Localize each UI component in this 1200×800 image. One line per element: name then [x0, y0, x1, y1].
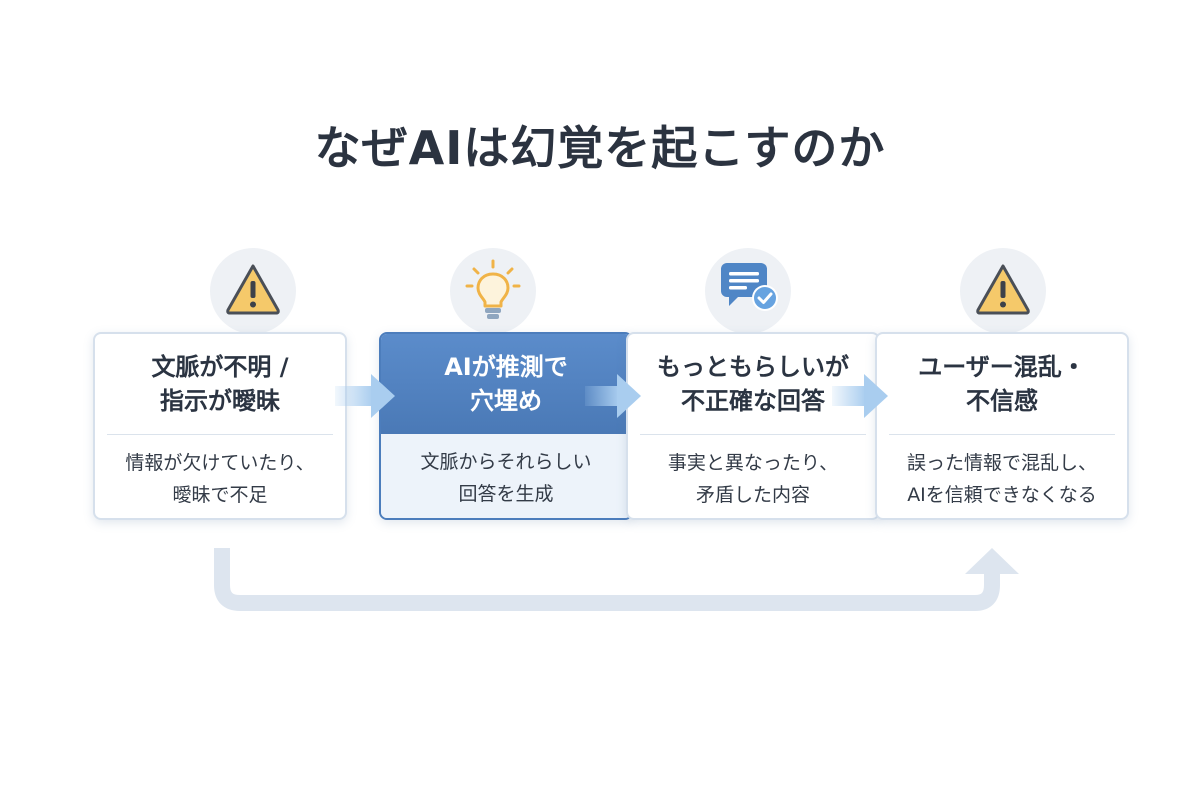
page-title: なぜAIは幻覚を起こすのか [314, 121, 886, 175]
divider [640, 434, 866, 435]
step-3-description: 事実と異なったり、 矛盾した内容 [628, 435, 878, 511]
flow-arrow-3 [832, 374, 888, 418]
lightbulb-icon [465, 259, 521, 319]
warning-icon [226, 264, 280, 315]
step-1-heading: 文脈が不明 / 指示が曖昧 [95, 334, 345, 434]
warning-icon [976, 264, 1030, 315]
step-1-body-line-2: 曖昧で不足 [172, 484, 268, 506]
divider [107, 434, 333, 435]
step-4-heading-line-1: ユーザー混乱・ [918, 353, 1086, 381]
step-2-heading: AIが推測で 穴埋め [381, 334, 631, 434]
step-1-icon-badge [210, 248, 296, 334]
chat-check-icon [721, 263, 778, 311]
step-1-description: 情報が欠けていたり、 曖昧で不足 [95, 435, 345, 511]
step-3-heading-line-1: もっともらしいが [657, 353, 849, 381]
divider [889, 434, 1115, 435]
step-3-body-line-2: 矛盾した内容 [695, 484, 810, 506]
step-4-description: 誤った情報で混乱し、 AIを信頼できなくなる [877, 435, 1127, 511]
flow-arrow-1 [335, 374, 395, 418]
step-4-heading: ユーザー混乱・ 不信感 [877, 334, 1127, 434]
step-2-description: 文脈からそれらしい 回答を生成 [381, 434, 631, 518]
step-2-card: AIが推測で 穴埋め 文脈からそれらしい 回答を生成 [379, 332, 633, 520]
step-4-body-line-1: 誤った情報で混乱し、 [906, 452, 1097, 474]
step-1-heading-line-1: 文脈が不明 / [151, 353, 289, 381]
step-3-body-line-1: 事実と異なったり、 [667, 452, 839, 474]
flow-arrow-2 [585, 374, 641, 418]
step-2-body-line-1: 文脈からそれらしい [420, 451, 592, 473]
step-4-card: ユーザー混乱・ 不信感 誤った情報で混乱し、 AIを信頼できなくなる [875, 332, 1129, 520]
step-2-icon-badge [450, 248, 536, 334]
step-1-card: 文脈が不明 / 指示が曖昧 情報が欠けていたり、 曖昧で不足 [93, 332, 347, 520]
step-3-heading-line-2: 不正確な回答 [681, 387, 825, 415]
step-1-body-line-1: 情報が欠けていたり、 [125, 452, 315, 474]
step-3-icon-badge [705, 248, 791, 334]
step-4-heading-line-2: 不信感 [966, 387, 1038, 415]
step-1-heading-line-2: 指示が曖昧 [160, 387, 280, 415]
step-2-body-line-2: 回答を生成 [458, 483, 554, 505]
step-2-heading-line-1: AIが推測で [444, 353, 568, 381]
step-3-card: もっともらしいが 不正確な回答 事実と異なったり、 矛盾した内容 [626, 332, 880, 520]
step-4-body-line-2: AIを信頼できなくなる [907, 484, 1097, 506]
step-4-icon-badge [960, 248, 1046, 334]
step-3-heading: もっともらしいが 不正確な回答 [628, 334, 878, 434]
step-2-heading-line-2: 穴埋め [470, 387, 542, 415]
